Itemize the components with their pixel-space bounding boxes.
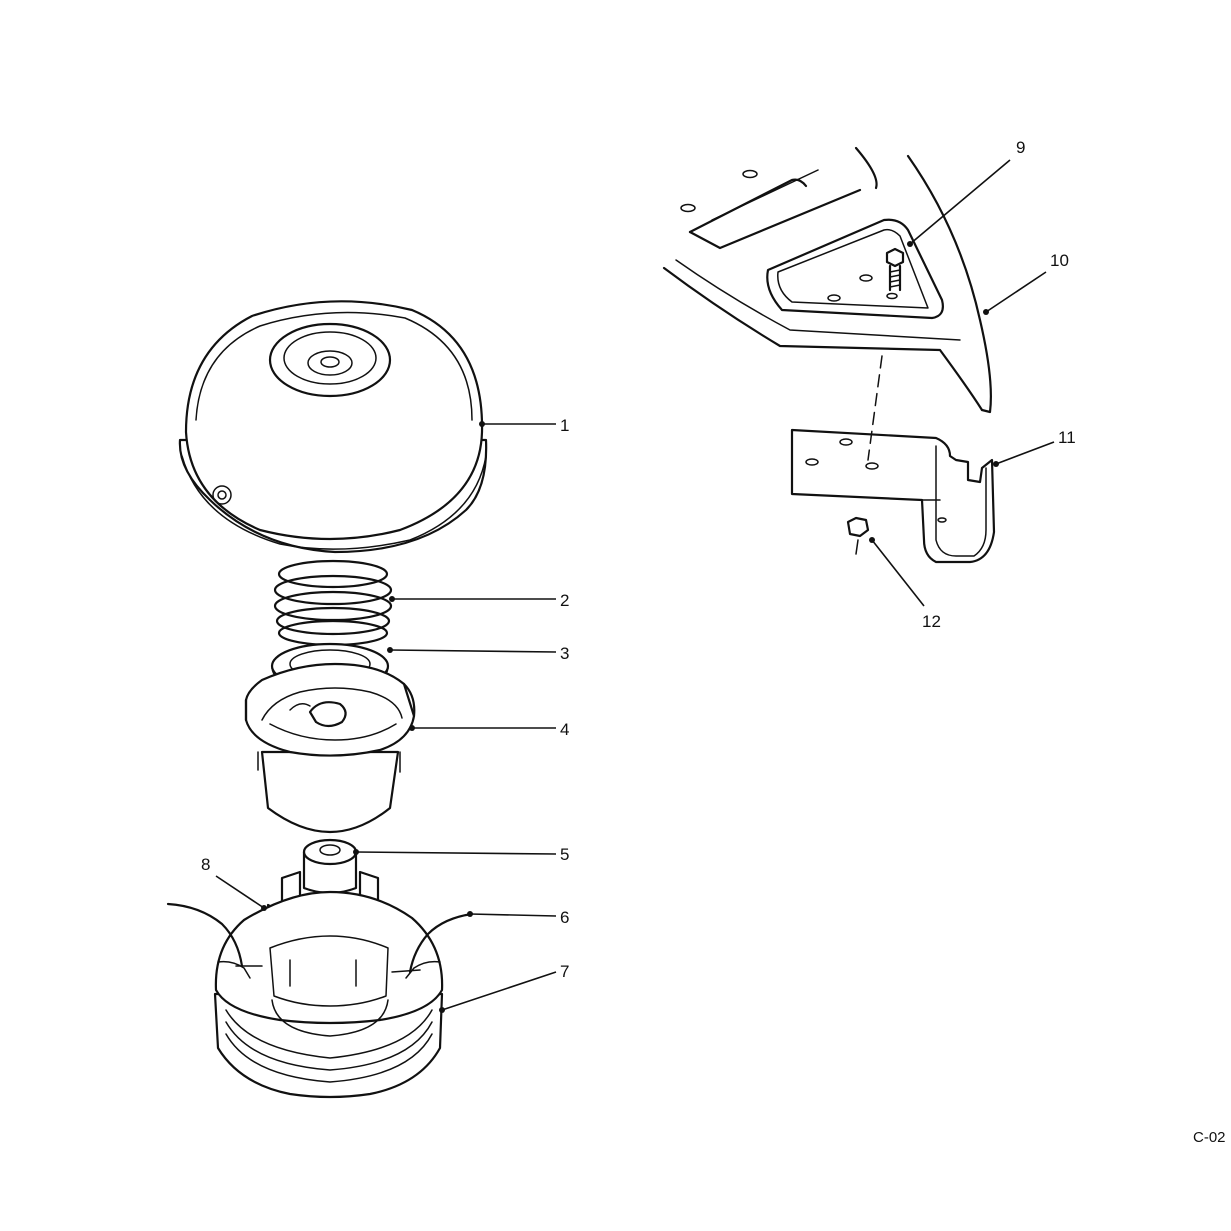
callout-10: 10 <box>1050 251 1069 270</box>
callout-3: 3 <box>560 644 569 663</box>
callout-2: 2 <box>560 591 569 610</box>
callout-12: 12 <box>922 612 941 631</box>
part-10-deck <box>662 146 992 414</box>
figure-code: C-02 <box>1193 1129 1226 1146</box>
callout-9: 9 <box>1016 138 1025 157</box>
part-9-bolt <box>885 247 905 292</box>
callout-4: 4 <box>560 720 569 739</box>
part-11-bracket <box>790 428 996 564</box>
callout-6: 6 <box>560 908 569 927</box>
part-4-hub <box>244 662 416 834</box>
leader-lines <box>215 159 1055 1013</box>
callout-5: 5 <box>560 845 569 864</box>
part-7-spool-housing <box>213 890 444 1099</box>
callout-8: 8 <box>201 855 210 874</box>
alignment-centerline <box>867 355 883 461</box>
callout-7: 7 <box>560 962 569 981</box>
callout-11: 11 <box>1058 428 1076 447</box>
part-6-trimmer-line <box>166 902 474 974</box>
part-12-nut <box>846 516 870 555</box>
callout-1: 1 <box>560 416 569 435</box>
part-2-spring <box>273 559 393 647</box>
part-1-cover <box>178 300 488 554</box>
